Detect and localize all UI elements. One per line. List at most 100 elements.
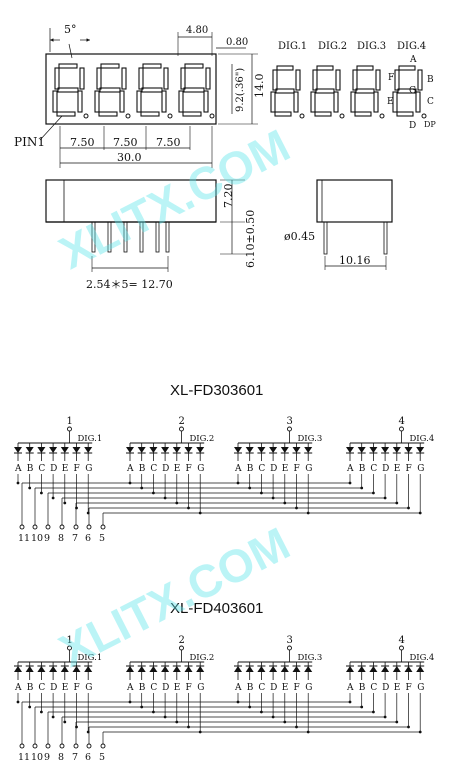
pin-number: 6: [85, 752, 91, 763]
pin-number: 10: [31, 533, 43, 544]
pitch-1-dim: 7.50: [70, 136, 95, 149]
legend-dig-2: DIG.2: [318, 41, 347, 52]
led-diode: [72, 666, 81, 672]
pin-number: 11: [18, 752, 30, 763]
segment-label: C: [370, 683, 377, 693]
segment-label: D: [50, 464, 57, 474]
led-diode: [245, 666, 254, 672]
pin-number: 7: [72, 533, 78, 544]
led-diode: [137, 447, 146, 453]
segment-label: G: [197, 464, 204, 474]
segment-label: B: [27, 464, 34, 474]
digit-label: DIG.1: [77, 653, 102, 663]
digit-label: DIG.3: [297, 434, 322, 444]
display-body: [45, 53, 217, 125]
front-view: 5° 4.80 0.80 9.2(.36") 14.0 7.50 7.50 7.…: [14, 23, 266, 168]
segment-label: F: [294, 464, 300, 474]
led-diode: [172, 666, 181, 672]
circuit-2-title: XL-FD403601: [170, 600, 263, 617]
led-diode: [49, 447, 58, 453]
seg-label-f: F: [388, 73, 394, 83]
segment-label: E: [394, 464, 401, 474]
segment-legend: DIG.1 DIG.2 DIG.3 DIG.4 A B C D E F G DP: [270, 41, 436, 131]
segment-label: E: [62, 464, 69, 474]
gap-dim: 0.80: [226, 37, 248, 48]
digit-label: DIG.4: [409, 653, 434, 663]
segment-label: F: [406, 464, 412, 474]
front-digit-3: [136, 63, 173, 119]
led-diode: [49, 666, 58, 672]
segment-label: A: [126, 464, 134, 474]
led-diode: [369, 666, 378, 672]
segment-label: G: [417, 683, 424, 693]
segment-label: D: [162, 464, 169, 474]
segment-label: C: [370, 464, 377, 474]
segment-label: A: [126, 683, 134, 693]
segment-label: D: [382, 464, 389, 474]
led-diode: [346, 666, 354, 672]
digit-label: DIG.1: [77, 434, 102, 444]
segment-label: E: [174, 683, 181, 693]
total-height-dim: 14.0: [253, 74, 266, 99]
segment-label: E: [282, 683, 289, 693]
pin-number: 9: [44, 533, 50, 544]
segment-label: G: [305, 683, 312, 693]
pin-number: 7: [72, 752, 78, 763]
pin-number: 5: [99, 533, 105, 544]
seg-label-c: C: [427, 97, 434, 107]
legend-digit-3: [350, 65, 385, 119]
led-diode: [196, 666, 205, 672]
segment-label: B: [27, 683, 34, 693]
led-diode: [25, 666, 34, 672]
led-diode: [60, 447, 69, 453]
led-diode: [304, 666, 313, 672]
segment-label: B: [247, 683, 254, 693]
seg-label-dp: DP: [424, 120, 436, 129]
angle-dim: 5°: [64, 23, 77, 36]
led-diode: [196, 447, 205, 453]
pin-diameter-dim: ø0.45: [284, 230, 315, 243]
segment-label: B: [139, 464, 146, 474]
front-digit-2: [94, 63, 131, 119]
led-diode: [280, 666, 289, 672]
led-diode: [416, 666, 425, 672]
led-diode: [245, 447, 254, 453]
digit-number: 2: [178, 635, 184, 646]
segment-label: C: [38, 683, 45, 693]
led-diode: [37, 447, 46, 453]
digit-number: 3: [286, 416, 292, 427]
segment-label: A: [234, 464, 242, 474]
digit-label: DIG.2: [189, 653, 214, 663]
digit-number: 2: [178, 416, 184, 427]
seg-label-a: A: [409, 55, 417, 65]
led-diode: [84, 666, 93, 672]
led-diode: [161, 447, 170, 453]
led-diode: [234, 666, 242, 672]
end-view: ø0.45 10.16: [284, 179, 393, 270]
led-diode: [149, 666, 158, 672]
led-diode: [357, 666, 366, 672]
led-diode: [346, 447, 354, 453]
segment-label: A: [234, 683, 242, 693]
led-diode: [60, 666, 69, 672]
segment-label: E: [174, 464, 181, 474]
led-diode: [416, 447, 425, 453]
segment-label: F: [74, 683, 80, 693]
segment-label: C: [150, 683, 157, 693]
segment-label: F: [406, 683, 412, 693]
segment-label: E: [394, 683, 401, 693]
total-width-dim: 30.0: [117, 151, 142, 164]
led-diode: [161, 666, 170, 672]
led-diode: [126, 447, 134, 453]
segment-label: G: [417, 464, 424, 474]
segment-label: A: [14, 464, 22, 474]
seg-label-b: B: [427, 75, 434, 85]
segment-label: D: [162, 683, 169, 693]
legend-digit-2: [310, 65, 345, 119]
led-diode: [257, 447, 266, 453]
seg-label-e: E: [387, 97, 394, 107]
pin-pitch-dim: 2.54＊5= 12.70: [86, 278, 173, 291]
